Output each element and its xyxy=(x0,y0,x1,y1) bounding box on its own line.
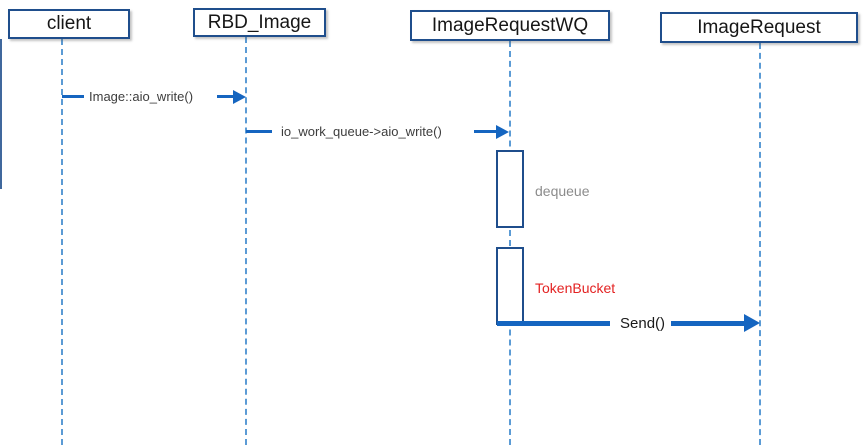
message-send-label: Send() xyxy=(620,315,666,332)
message-aio-write-arrowhead-icon xyxy=(233,90,246,104)
message-io-work-queue-line-start xyxy=(246,130,272,133)
actor-image-request: ImageRequest xyxy=(660,12,858,43)
message-aio-write-label: Image::aio_write() xyxy=(89,89,194,104)
message-io-work-queue-arrowhead-icon xyxy=(496,125,509,139)
actor-image-request-wq: ImageRequestWQ xyxy=(410,10,610,41)
lifeline-image-request-wq xyxy=(509,41,511,445)
left-edge-line xyxy=(0,39,2,189)
message-send-arrowhead-icon xyxy=(744,314,760,332)
lifeline-client xyxy=(61,39,63,445)
message-io-work-queue-line-end xyxy=(474,130,496,133)
actor-rbd-image: RBD_Image xyxy=(193,8,326,37)
message-aio-write-line-end xyxy=(217,95,233,98)
token-bucket-label: TokenBucket xyxy=(535,280,616,296)
lifeline-image-request xyxy=(759,43,761,445)
lifeline-rbd-image xyxy=(245,37,247,445)
actor-client: client xyxy=(8,9,130,39)
message-send-line-end xyxy=(671,321,744,326)
message-aio-write-line-start xyxy=(62,95,84,98)
message-send-line-start xyxy=(497,321,610,326)
dequeue-label: dequeue xyxy=(535,183,590,199)
activation-token-bucket xyxy=(496,247,524,325)
message-io-work-queue-label: io_work_queue->aio_write() xyxy=(281,124,442,139)
activation-dequeue xyxy=(496,150,524,228)
